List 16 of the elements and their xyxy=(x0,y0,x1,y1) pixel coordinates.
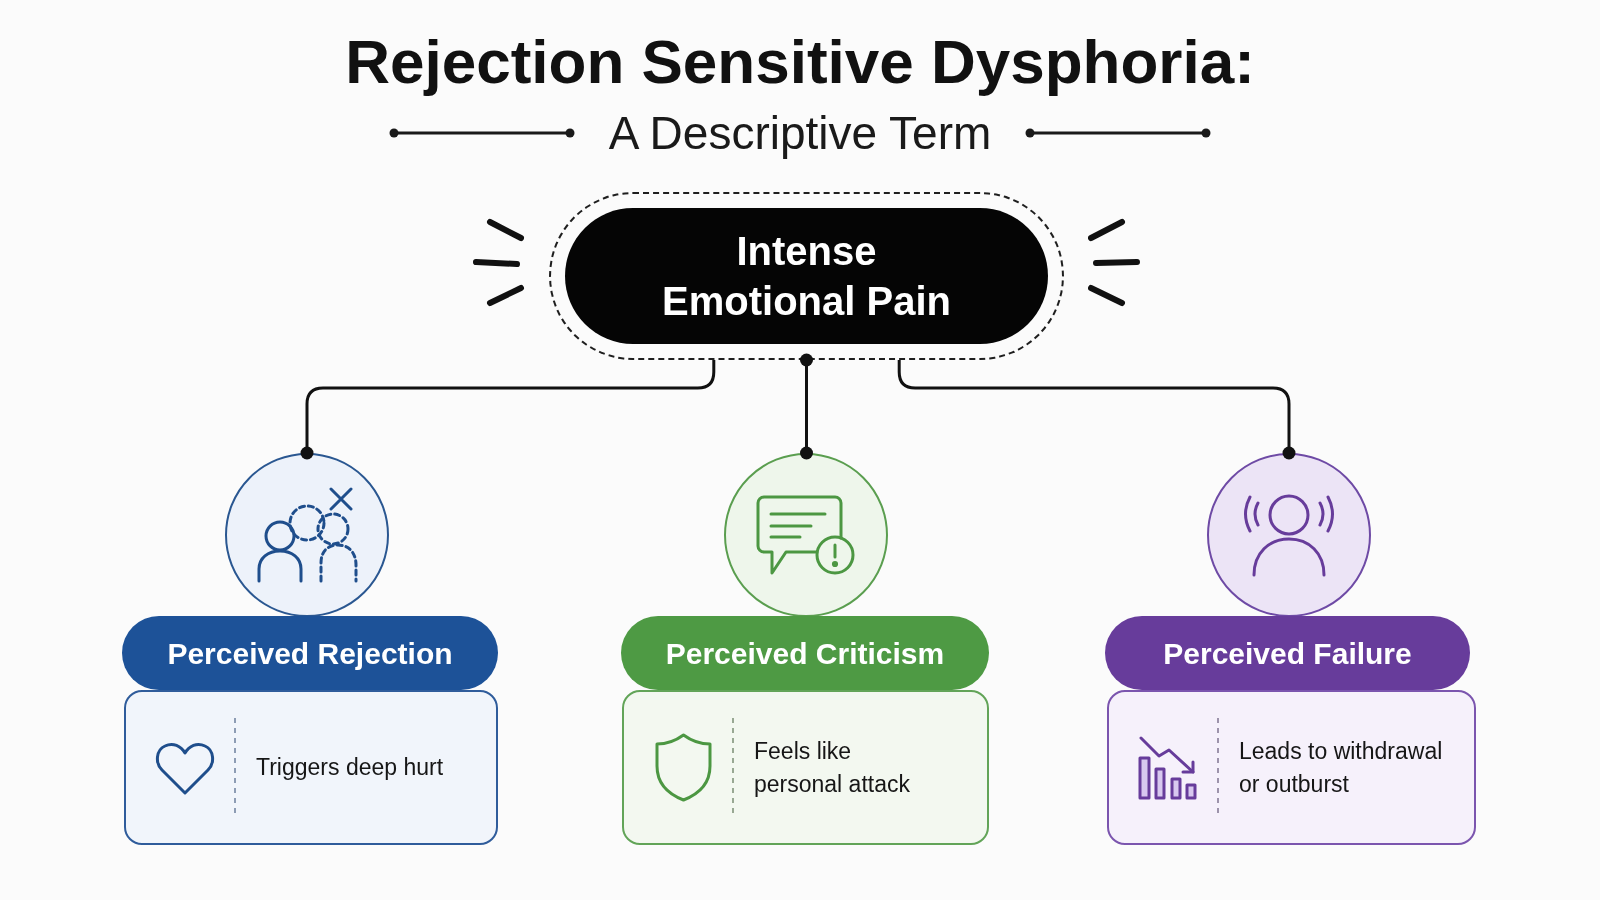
description-card xyxy=(124,690,498,845)
description-text: Leads to withdrawal or outburst xyxy=(1239,736,1444,799)
connector-line xyxy=(300,360,716,460)
subtitle: A Descriptive Term xyxy=(608,106,992,161)
connector-line xyxy=(800,353,813,460)
connector-line xyxy=(897,360,1296,460)
description-card xyxy=(622,690,989,845)
title: Rejection Sensitive Dysphoria: xyxy=(345,26,1255,98)
description-card xyxy=(1107,690,1476,845)
description-text: Triggers deep hurt xyxy=(256,753,444,782)
category-pill: Perceived Failure xyxy=(1105,616,1470,690)
heading-pill: Intense Emotional Pain xyxy=(565,208,1048,344)
dashed-outline xyxy=(549,192,1064,360)
category-pill: Perceived Criticism xyxy=(621,616,989,690)
category-pill: Perceived Rejection xyxy=(122,616,498,690)
description-text: Feels like personal attack xyxy=(754,736,911,799)
